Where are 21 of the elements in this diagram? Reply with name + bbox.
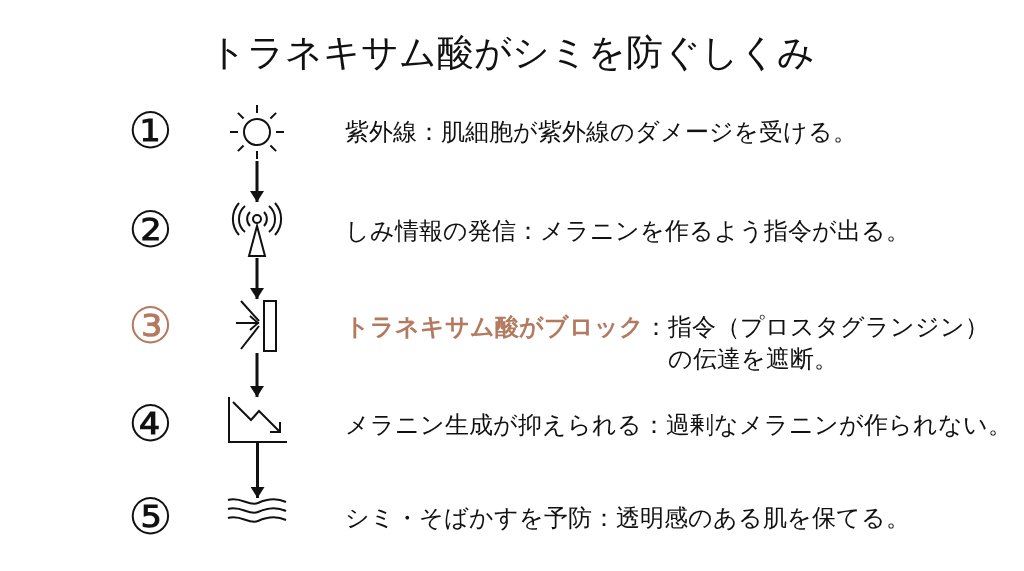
step-number: ③	[127, 298, 173, 354]
arrow	[250, 353, 264, 397]
arrow	[250, 258, 264, 299]
step-description: 紫外線：肌細胞が紫外線のダメージを受ける。	[345, 117, 857, 147]
step-description: シミ・そばかすを予防：透明感のある肌を保てる。	[345, 503, 910, 533]
step-description: ：指令（プロスタグランジン）の伝達を遮断。	[644, 312, 990, 374]
step-number: ④	[127, 396, 173, 452]
step-description: メラニン生成が抑えられる：過剰なメラニンが作られない。	[345, 410, 1012, 440]
barrier-icon	[235, 299, 279, 353]
step-heading: トラネキサム酸がブロック	[345, 312, 644, 342]
step-number: ①	[127, 103, 173, 159]
step-number: ②	[127, 202, 173, 258]
sun-icon	[228, 103, 286, 161]
wave-icon	[227, 498, 287, 526]
title: トラネキサム酸がシミを防ぐしくみ	[209, 31, 815, 75]
arrow	[250, 443, 265, 498]
arrow	[250, 161, 264, 202]
step-number: ⑤	[127, 489, 173, 545]
antenna-icon	[229, 202, 285, 258]
declining-chart-icon	[228, 397, 287, 443]
step-description: しみ情報の発信：メラニンを作るよう指令が出る。	[345, 216, 910, 246]
